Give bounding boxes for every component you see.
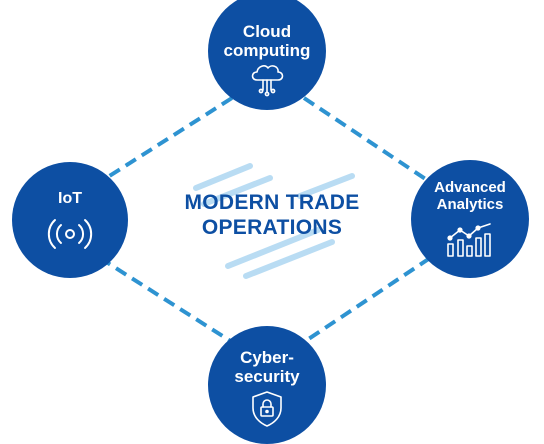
node-iot-label-line1: IoT (58, 190, 82, 207)
node-cyber-label-line2: security (234, 367, 300, 387)
connector-cloud-iot (98, 96, 234, 184)
node-cloud-label-line2: computing (223, 41, 311, 61)
node-cloud-computing: Cloud computing (208, 0, 326, 110)
node-cyber-label-line1: Cyber- (240, 348, 294, 367)
node-cloud-label: Cloud computing (208, 22, 326, 60)
node-iot-label: IoT (12, 190, 128, 208)
node-advanced-analytics: Advanced Analytics (411, 160, 529, 278)
center-title: MODERN TRADE OPERATIONS (160, 190, 384, 240)
center-title-line1: MODERN TRADE (184, 191, 360, 214)
node-analytics-label: Advanced Analytics (411, 179, 529, 214)
shield-lock-icon (250, 390, 284, 433)
node-cyber-label: Cyber- security (208, 348, 326, 386)
center-title-line2: OPERATIONS (201, 216, 343, 240)
node-cybersecurity: Cyber- security (208, 326, 326, 444)
watermark-strokes (193, 163, 355, 279)
connector-iot-cyber (98, 256, 234, 344)
cloud-computing-icon (247, 58, 287, 103)
connector-cloud-analytics (302, 96, 432, 184)
connector-analytics-cyber (302, 256, 432, 344)
bar-chart-trend-icon (445, 222, 495, 263)
wireless-signal-icon (44, 214, 96, 259)
node-analytics-label-line1: Advanced (434, 179, 506, 196)
node-iot: IoT (12, 162, 128, 278)
node-analytics-label-line2: Analytics (436, 195, 504, 213)
node-cloud-label-line1: Cloud (242, 22, 292, 41)
